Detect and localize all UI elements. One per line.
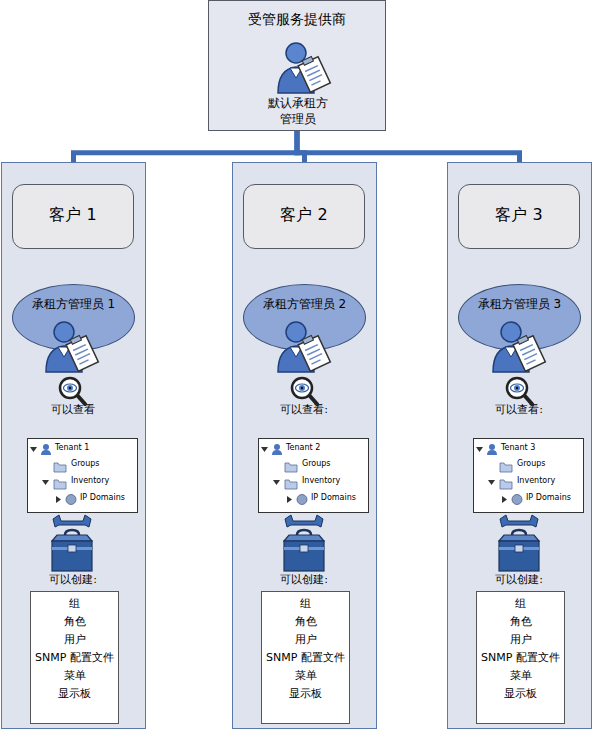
permission-item: SNMP 配置文件 (262, 651, 349, 665)
tenant-admin-ellipse: 承租方管理员 1 (12, 284, 135, 351)
tree-item: IP Domains (80, 493, 137, 503)
tree-item: IP Domains (526, 493, 583, 503)
customer-box: 客户 1 (12, 184, 134, 249)
tree-item: Inventory (517, 476, 583, 486)
customer-box: 客户 2 (243, 184, 365, 249)
permission-list-box: 组角色用户 SNMP 配置文件菜单显示板 (261, 591, 350, 724)
can-view-label: 可以查看: (448, 403, 590, 417)
permission-item: SNMP 配置文件 (31, 651, 118, 665)
admin-label: 默认承租方 管理员 (258, 96, 338, 127)
permission-item: 组 (262, 597, 349, 611)
permission-item: 组 (31, 597, 118, 611)
hierarchy-connector (297, 131, 305, 162)
permission-item: SNMP 配置文件 (477, 651, 564, 665)
tenant-admin-name: 承租方管理员 2 (244, 297, 365, 313)
permission-list-box: 组角色用户 SNMP 配置文件菜单显示板 (30, 591, 119, 724)
hierarchy-connector (297, 131, 520, 162)
can-view-label: 可以查看: (233, 403, 375, 417)
permission-item: 菜单 (262, 669, 349, 683)
permission-item: 显示板 (262, 687, 349, 701)
can-view-label: 可以查看 (2, 403, 144, 417)
tree-item: Tenant 3 (501, 443, 581, 453)
can-create-label: 可以创建: (2, 573, 144, 587)
permission-item: 显示板 (31, 687, 118, 701)
customer-name: 客户 3 (459, 205, 579, 226)
tree-view-box: Tenant 3 GroupsInventory IP Domains (473, 438, 584, 513)
tree-item: Groups (517, 459, 583, 469)
tree-item: Inventory (71, 476, 137, 486)
customer-panel: 可以查看可以创建: 客户 1 承租方管理员 1 Tenant 1 GroupsInven… (1, 162, 146, 729)
tree-item: Tenant 1 (55, 443, 135, 453)
customer-panel: 可以查看: 可以创建: 客户 3 承租方管理员 3 Tenant 3 GroupsInve… (447, 162, 592, 729)
customer-name: 客户 1 (13, 205, 133, 226)
customer-name: 客户 2 (244, 205, 364, 226)
permission-item: 用户 (31, 633, 118, 647)
permission-item: 显示板 (477, 687, 564, 701)
tenant-admin-name: 承租方管理员 3 (459, 297, 580, 313)
permission-item: 角色 (31, 615, 118, 629)
tenant-admin-ellipse: 承租方管理员 3 (458, 284, 581, 351)
tree-item: Inventory (302, 476, 368, 486)
permission-item: 角色 (477, 615, 564, 629)
permission-item: 用户 (477, 633, 564, 647)
tree-item: Groups (302, 459, 368, 469)
tree-view-box: Tenant 2 GroupsInventory IP Domains (258, 438, 369, 513)
permission-list-box: 组角色用户 SNMP 配置文件菜单显示板 (476, 591, 565, 724)
hierarchy-connector (74, 131, 298, 162)
tenant-admin-name: 承租方管理员 1 (13, 297, 134, 313)
permission-item: 菜单 (477, 669, 564, 683)
tree-view-box: Tenant 1 GroupsInventory IP Domains (27, 438, 138, 513)
permission-item: 组 (477, 597, 564, 611)
can-create-label: 可以创建: (233, 573, 375, 587)
tenant-admin-ellipse: 承租方管理员 2 (243, 284, 366, 351)
tree-item: IP Domains (311, 493, 368, 503)
can-create-label: 可以创建: (448, 573, 590, 587)
customer-panel: 可以查看: 可以创建: 客户 2 承租方管理员 2 Tenant 2 GroupsInve… (232, 162, 377, 729)
tree-item: Groups (71, 459, 137, 469)
permission-item: 菜单 (31, 669, 118, 683)
permission-item: 用户 (262, 633, 349, 647)
provider-title: 受管服务提供商 (209, 10, 384, 28)
permission-item: 角色 (262, 615, 349, 629)
customer-box: 客户 3 (458, 184, 580, 249)
provider-box: 受管服务提供商默认承租方 管理员 (208, 0, 386, 131)
tree-item: Tenant 2 (286, 443, 366, 453)
